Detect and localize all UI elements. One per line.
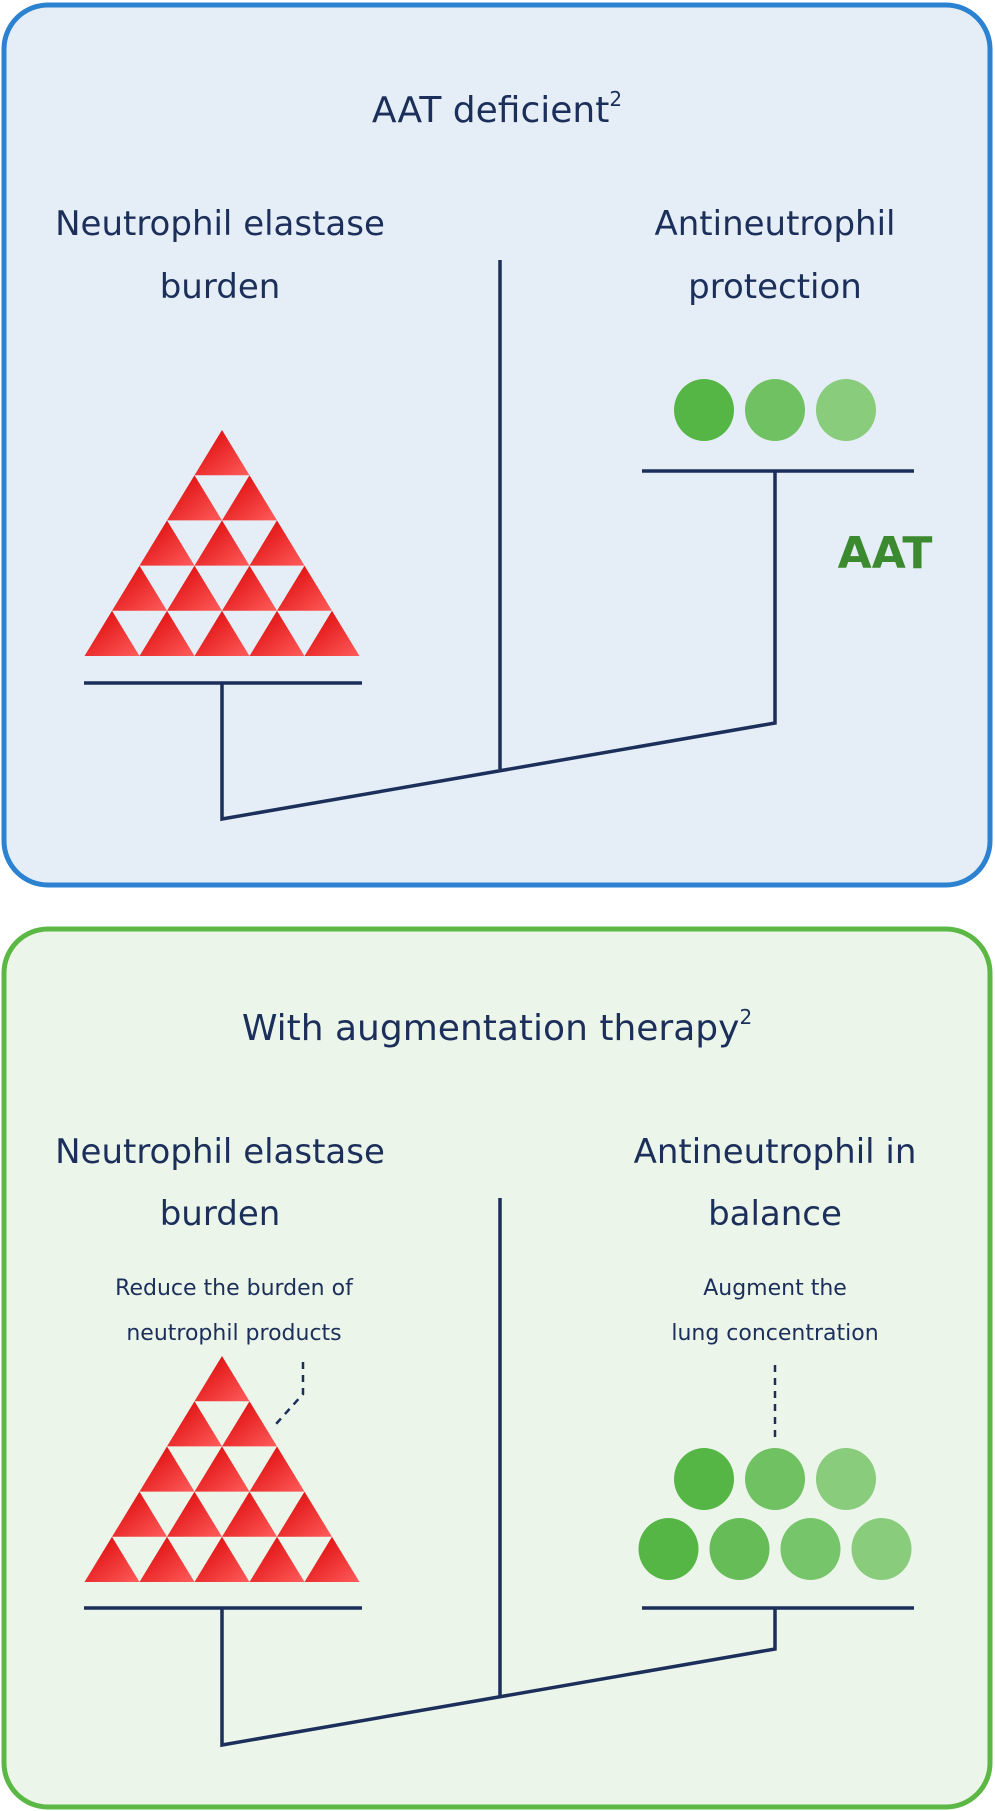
- aat-molecule-circle: [709, 1518, 770, 1580]
- aat-circles: [638, 1448, 912, 1580]
- right-heading-line1: Antineutrophil: [655, 204, 896, 244]
- elastase-triangle: [112, 565, 167, 611]
- left-note-line1: Reduce the burden of: [115, 1276, 354, 1301]
- aat-molecule-circle: [816, 1448, 876, 1510]
- aat-label: AAT: [838, 528, 933, 579]
- elastase-triangle: [304, 610, 360, 656]
- elastase-triangle: [84, 610, 140, 656]
- elastase-triangle: [277, 565, 332, 611]
- elastase-triangle: [167, 565, 222, 611]
- elastase-triangle: [139, 610, 195, 656]
- elastase-triangle-stack: [84, 1356, 360, 1582]
- panel-title: With augmentation therapy2: [242, 1005, 752, 1049]
- elastase-triangle: [222, 565, 277, 611]
- elastase-triangle: [139, 1446, 195, 1492]
- left-note-leader: [275, 1362, 305, 1425]
- elastase-triangle: [194, 1536, 250, 1582]
- elastase-triangle-stack: [84, 430, 360, 656]
- aat-molecule-circle: [674, 379, 734, 441]
- elastase-triangle: [84, 1536, 140, 1582]
- right-note-line1: Augment the: [703, 1276, 847, 1301]
- elastase-triangle: [167, 1491, 222, 1537]
- elastase-triangle: [167, 1401, 222, 1447]
- panel-frame: [1, 926, 993, 1810]
- elastase-triangle: [194, 1356, 250, 1402]
- elastase-triangle: [304, 1536, 360, 1582]
- elastase-triangle: [249, 520, 305, 566]
- elastase-triangle: [139, 520, 195, 566]
- right-heading-line2: balance: [708, 1194, 842, 1234]
- elastase-triangle: [222, 1401, 277, 1447]
- panel-frame: [1, 2, 993, 888]
- elastase-triangle: [277, 1491, 332, 1537]
- elastase-triangle: [112, 1491, 167, 1537]
- elastase-triangle: [194, 520, 250, 566]
- left-heading-line1: Neutrophil elastase: [55, 1132, 385, 1172]
- left-note-line2: neutrophil products: [126, 1321, 341, 1346]
- panel-title: AAT deficient2: [372, 87, 622, 131]
- elastase-triangle: [194, 430, 250, 476]
- elastase-triangle: [249, 1446, 305, 1492]
- aat-molecule-circle: [638, 1518, 699, 1580]
- left-heading-line2: burden: [160, 1194, 281, 1234]
- elastase-triangle: [249, 610, 305, 656]
- left-heading-line2: burden: [160, 267, 281, 307]
- panel-augmentation-therapy: With augmentation therapy2 Neutrophil el…: [1, 926, 993, 1810]
- elastase-triangle: [222, 475, 277, 521]
- aat-molecule-circle: [816, 379, 876, 441]
- elastase-triangle: [139, 1536, 195, 1582]
- right-note-line2: lung concentration: [671, 1321, 878, 1346]
- aat-molecule-circle: [674, 1448, 734, 1510]
- aat-molecule-circle: [780, 1518, 841, 1580]
- panel-aat-deficient: AAT deficient2 Neutrophil elastase burde…: [1, 2, 993, 888]
- aat-molecule-circle: [745, 379, 805, 441]
- elastase-triangle: [249, 1536, 305, 1582]
- scale-beam: [220, 471, 777, 822]
- elastase-triangle: [222, 1491, 277, 1537]
- elastase-triangle: [194, 1446, 250, 1492]
- elastase-triangle: [194, 610, 250, 656]
- elastase-triangle: [167, 475, 222, 521]
- scale-beam: [220, 1608, 777, 1748]
- right-heading-line1: Antineutrophil in: [634, 1132, 917, 1172]
- aat-molecule-circle: [851, 1518, 912, 1580]
- aat-circles: [674, 379, 876, 441]
- right-heading-line2: protection: [688, 267, 862, 307]
- aat-molecule-circle: [745, 1448, 805, 1510]
- left-heading-line1: Neutrophil elastase: [55, 204, 385, 244]
